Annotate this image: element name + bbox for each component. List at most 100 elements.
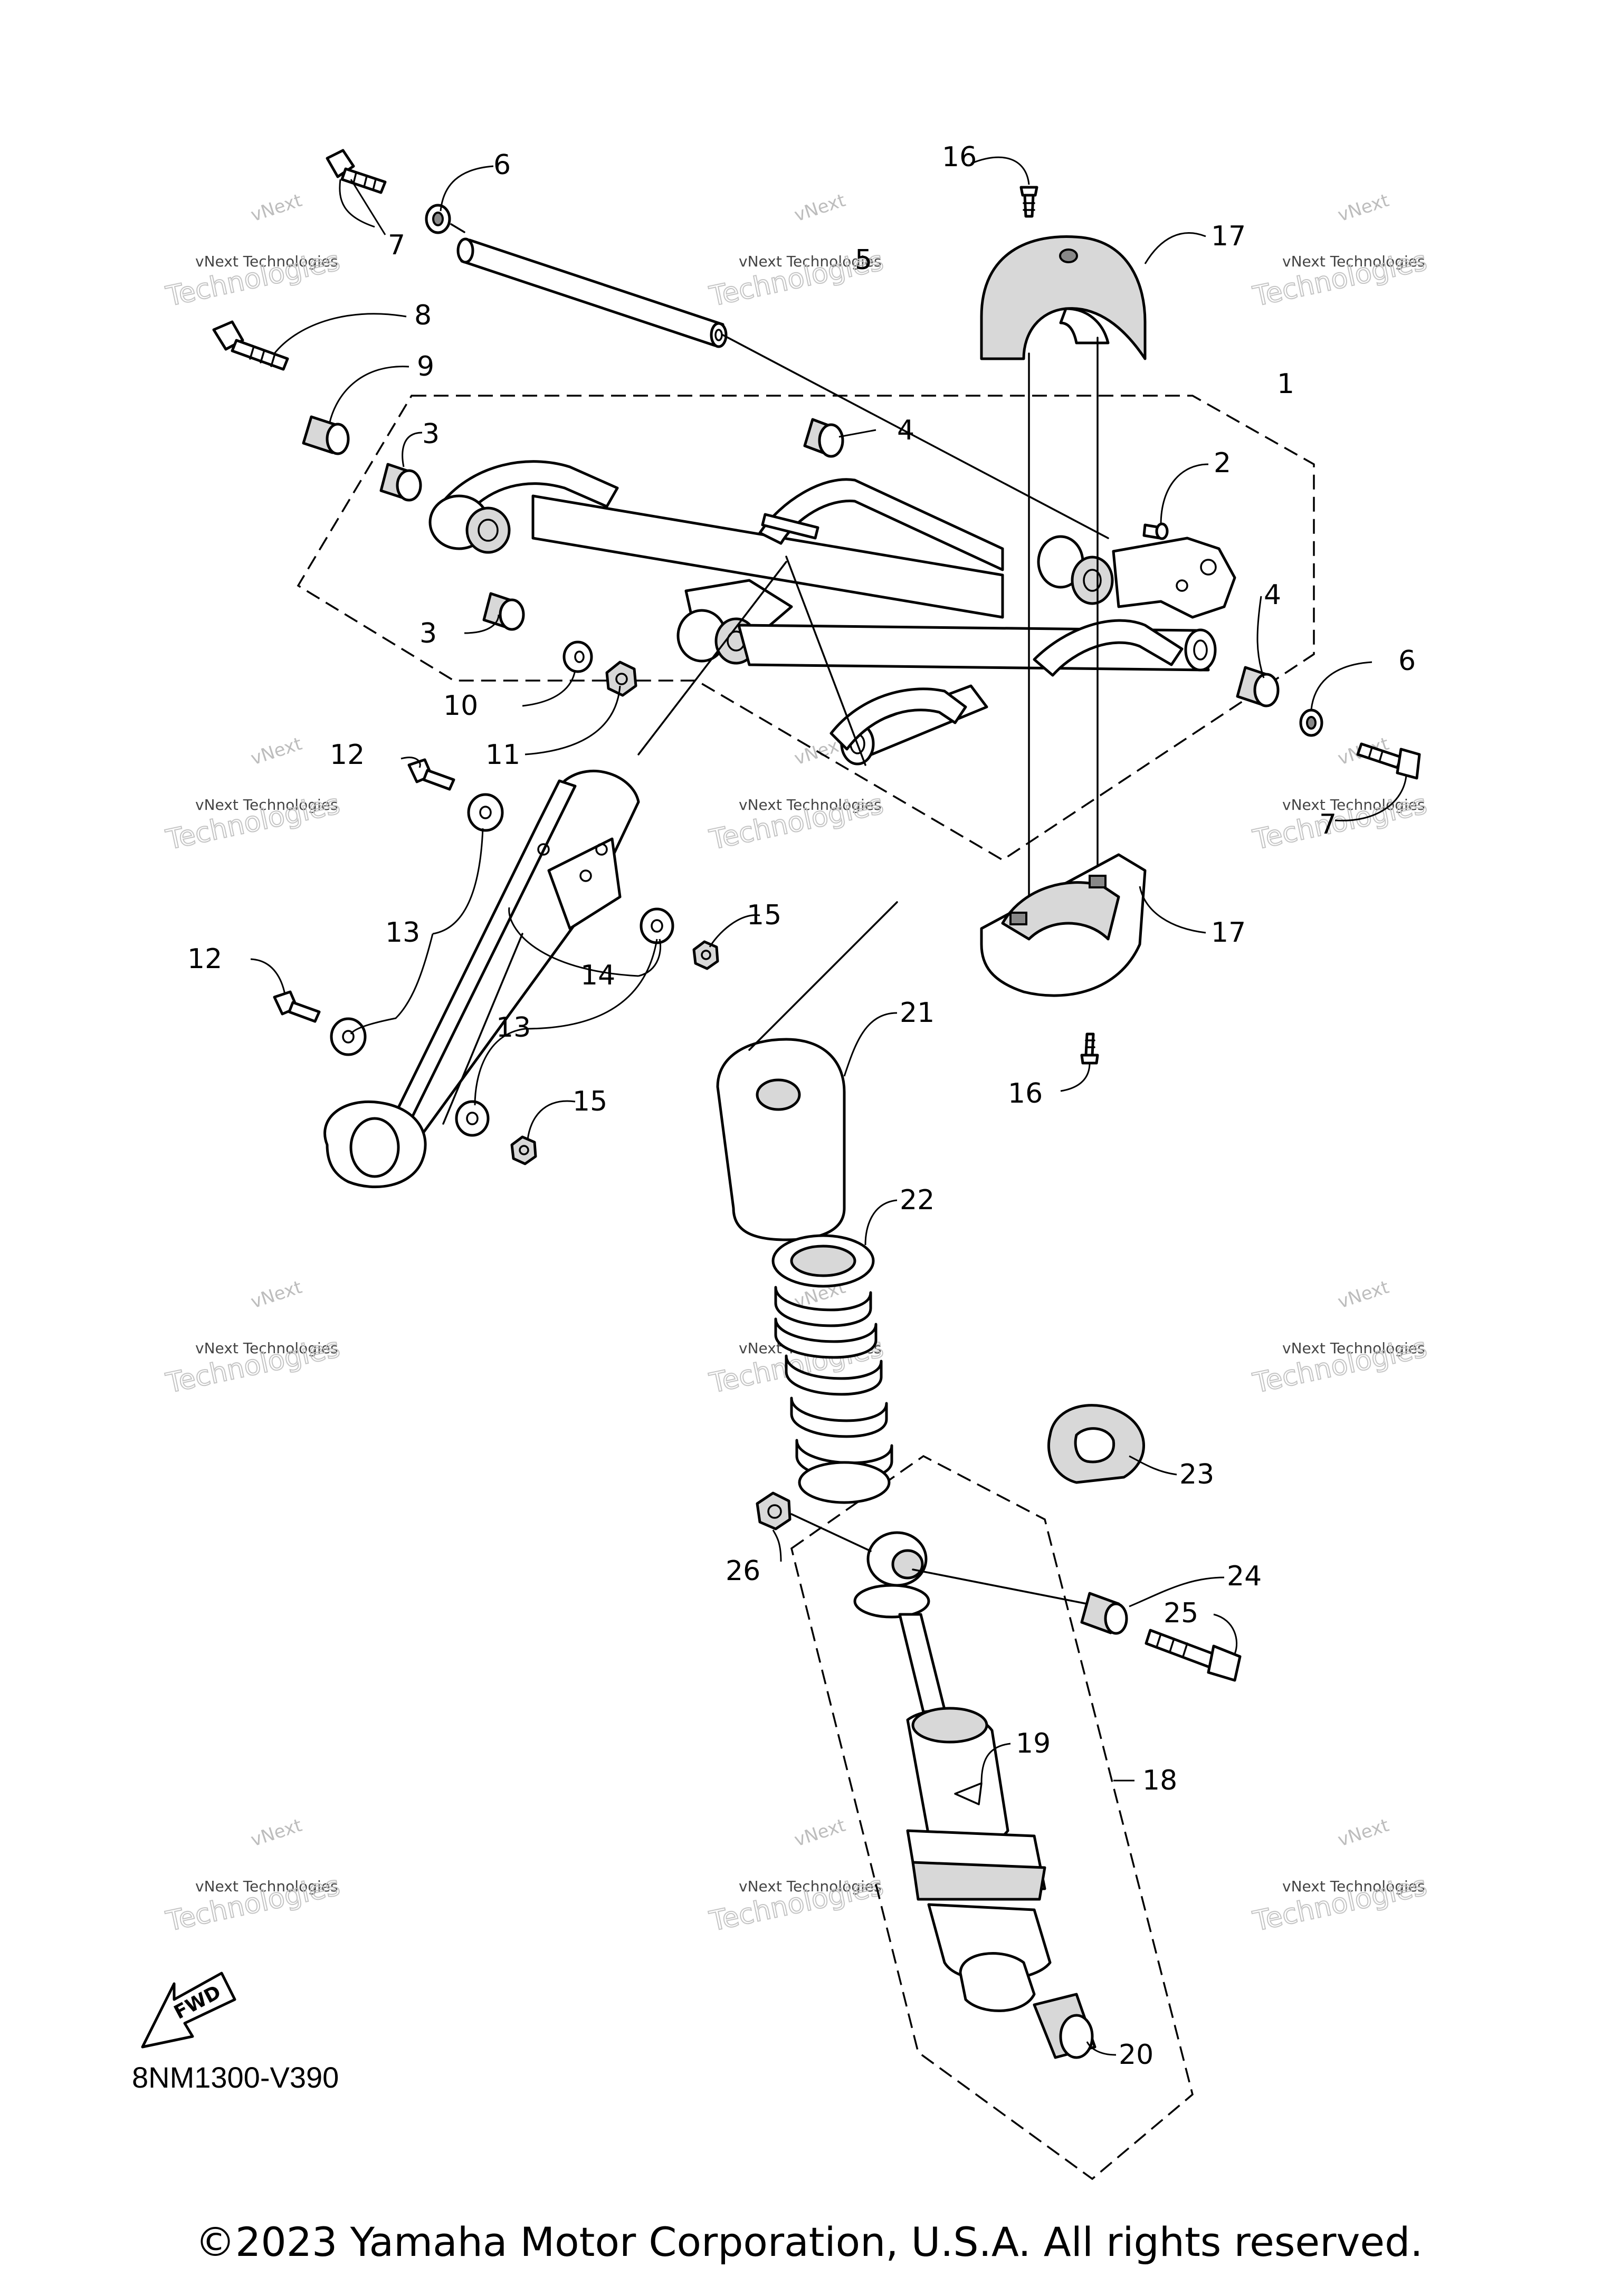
svg-text:vNext Technologies: vNext Technologies <box>739 1878 882 1895</box>
svg-text:vNext: vNext <box>248 1815 304 1851</box>
svg-text:vNext Technologies: vNext Technologies <box>195 1878 338 1895</box>
callout-1: 1 <box>1277 368 1294 400</box>
watermark: vNext vNext Technologies Technologies <box>163 1815 343 1938</box>
svg-text:vNext Technologies: vNext Technologies <box>739 253 882 270</box>
washer <box>455 1100 490 1137</box>
swingarm-assembly-outline <box>297 395 1315 862</box>
svg-text:vNext Technologies: vNext Technologies <box>1282 1340 1425 1357</box>
washer <box>330 1017 367 1056</box>
pivot-shaft <box>456 237 1109 539</box>
svg-text:vNext: vNext <box>248 190 304 226</box>
washer <box>1299 709 1323 737</box>
callout-23: 23 <box>1179 1459 1214 1490</box>
callout-17-top: 17 <box>1211 221 1246 252</box>
bushing <box>803 418 844 458</box>
callout-11: 11 <box>485 739 520 771</box>
stopper-block-lower <box>980 853 1147 997</box>
collar <box>302 415 350 455</box>
shock-absorber <box>853 1531 1052 2012</box>
swingarm <box>428 460 1236 766</box>
watermark: vNext vNext Technologies Technologies <box>163 190 343 313</box>
spring-clip <box>1047 1404 1145 1484</box>
callout-10: 10 <box>443 690 478 722</box>
svg-text:vNext Technologies: vNext Technologies <box>1282 1878 1425 1895</box>
washer <box>425 204 465 234</box>
callout-4-upper: 4 <box>897 415 914 446</box>
shock-assembly-outline <box>790 1455 1194 2180</box>
callout-13-lower: 13 <box>496 1012 531 1044</box>
svg-text:vNext Technologies: vNext Technologies <box>195 796 338 814</box>
svg-text:vNext Technologies: vNext Technologies <box>1282 253 1425 270</box>
washer <box>467 793 504 832</box>
callout-16-top: 16 <box>942 141 977 173</box>
watermark: vNext vNext Technologies Technologies <box>1250 1277 1430 1400</box>
watermark: vNext vNext Technologies Technologies <box>163 1277 343 1400</box>
callout-15-lower: 15 <box>573 1086 607 1117</box>
callout-6-right: 6 <box>1398 645 1416 677</box>
svg-text:vNext Technologies: vNext Technologies <box>195 253 338 270</box>
callout-12-lower: 12 <box>187 943 222 975</box>
collar <box>912 1568 1128 1635</box>
bushing <box>379 463 422 502</box>
callout-3-upper: 3 <box>422 418 440 450</box>
svg-text:vNext: vNext <box>1335 1815 1391 1851</box>
callout-15-upper: 15 <box>747 900 781 931</box>
washer <box>562 640 593 673</box>
callout-19: 19 <box>1016 1728 1051 1759</box>
nut <box>692 940 719 970</box>
bolt <box>1145 1629 1242 1682</box>
watermark: vNext vNext Technologies Technologies <box>1250 190 1430 313</box>
long-bolt <box>212 320 289 371</box>
bushing <box>482 592 525 631</box>
callout-18: 18 <box>1142 1765 1177 1796</box>
watermark: vNext vNext Technologies Technologies <box>706 1815 886 1938</box>
callout-14: 14 <box>580 960 615 991</box>
copyright-notice: ©2023 Yamaha Motor Corporation, U.S.A. A… <box>195 2218 1423 2265</box>
connecting-link <box>323 769 640 1189</box>
callout-2: 2 <box>1214 447 1231 479</box>
small-bolt <box>1142 522 1169 540</box>
diagram-code: 8NM1300-V390 <box>132 2061 339 2094</box>
nut <box>510 1135 537 1165</box>
svg-text:vNext: vNext <box>1335 190 1391 226</box>
callout-26: 26 <box>726 1555 760 1587</box>
callout-25: 25 <box>1164 1597 1198 1629</box>
svg-text:vNext: vNext <box>792 1815 848 1851</box>
callout-7-right: 7 <box>1319 809 1337 840</box>
callout-22: 22 <box>900 1184 935 1216</box>
callout-5: 5 <box>855 244 872 276</box>
callout-6-top: 6 <box>493 149 511 181</box>
callout-21: 21 <box>900 997 935 1029</box>
bolt <box>407 758 455 791</box>
watermark: vNext vNext Technologies Technologies <box>163 733 343 857</box>
svg-text:vNext Technologies: vNext Technologies <box>739 796 882 814</box>
flange-bolt <box>326 149 387 194</box>
callout-9: 9 <box>417 351 434 382</box>
svg-text:vNext: vNext <box>1335 1277 1391 1313</box>
callout-3-lower: 3 <box>419 618 437 649</box>
svg-text:vNext: vNext <box>248 733 304 770</box>
washer <box>640 907 674 944</box>
screw <box>1080 1032 1099 1065</box>
svg-text:vNext: vNext <box>792 190 848 226</box>
screw <box>1019 186 1038 218</box>
callout-7-top: 7 <box>388 229 405 261</box>
flange-bolt <box>1356 742 1421 780</box>
fwd-arrow-icon: FWD <box>141 1972 236 2049</box>
callout-13-upper: 13 <box>385 917 420 949</box>
stopper-block-upper <box>980 235 1147 898</box>
bushing <box>1033 1993 1096 2059</box>
watermark: vNext vNext Technologies Technologies <box>1250 1815 1430 1938</box>
svg-text:vNext: vNext <box>248 1277 304 1313</box>
nut <box>756 1491 872 1552</box>
nut <box>605 661 637 697</box>
callout-20: 20 <box>1119 2039 1153 2071</box>
bolt <box>273 990 321 1023</box>
callout-4-right: 4 <box>1264 579 1281 611</box>
svg-text:vNext Technologies: vNext Technologies <box>195 1340 338 1357</box>
callout-12-upper: 12 <box>330 739 365 771</box>
callout-8: 8 <box>414 300 432 331</box>
callout-16-bottom: 16 <box>1008 1078 1043 1109</box>
